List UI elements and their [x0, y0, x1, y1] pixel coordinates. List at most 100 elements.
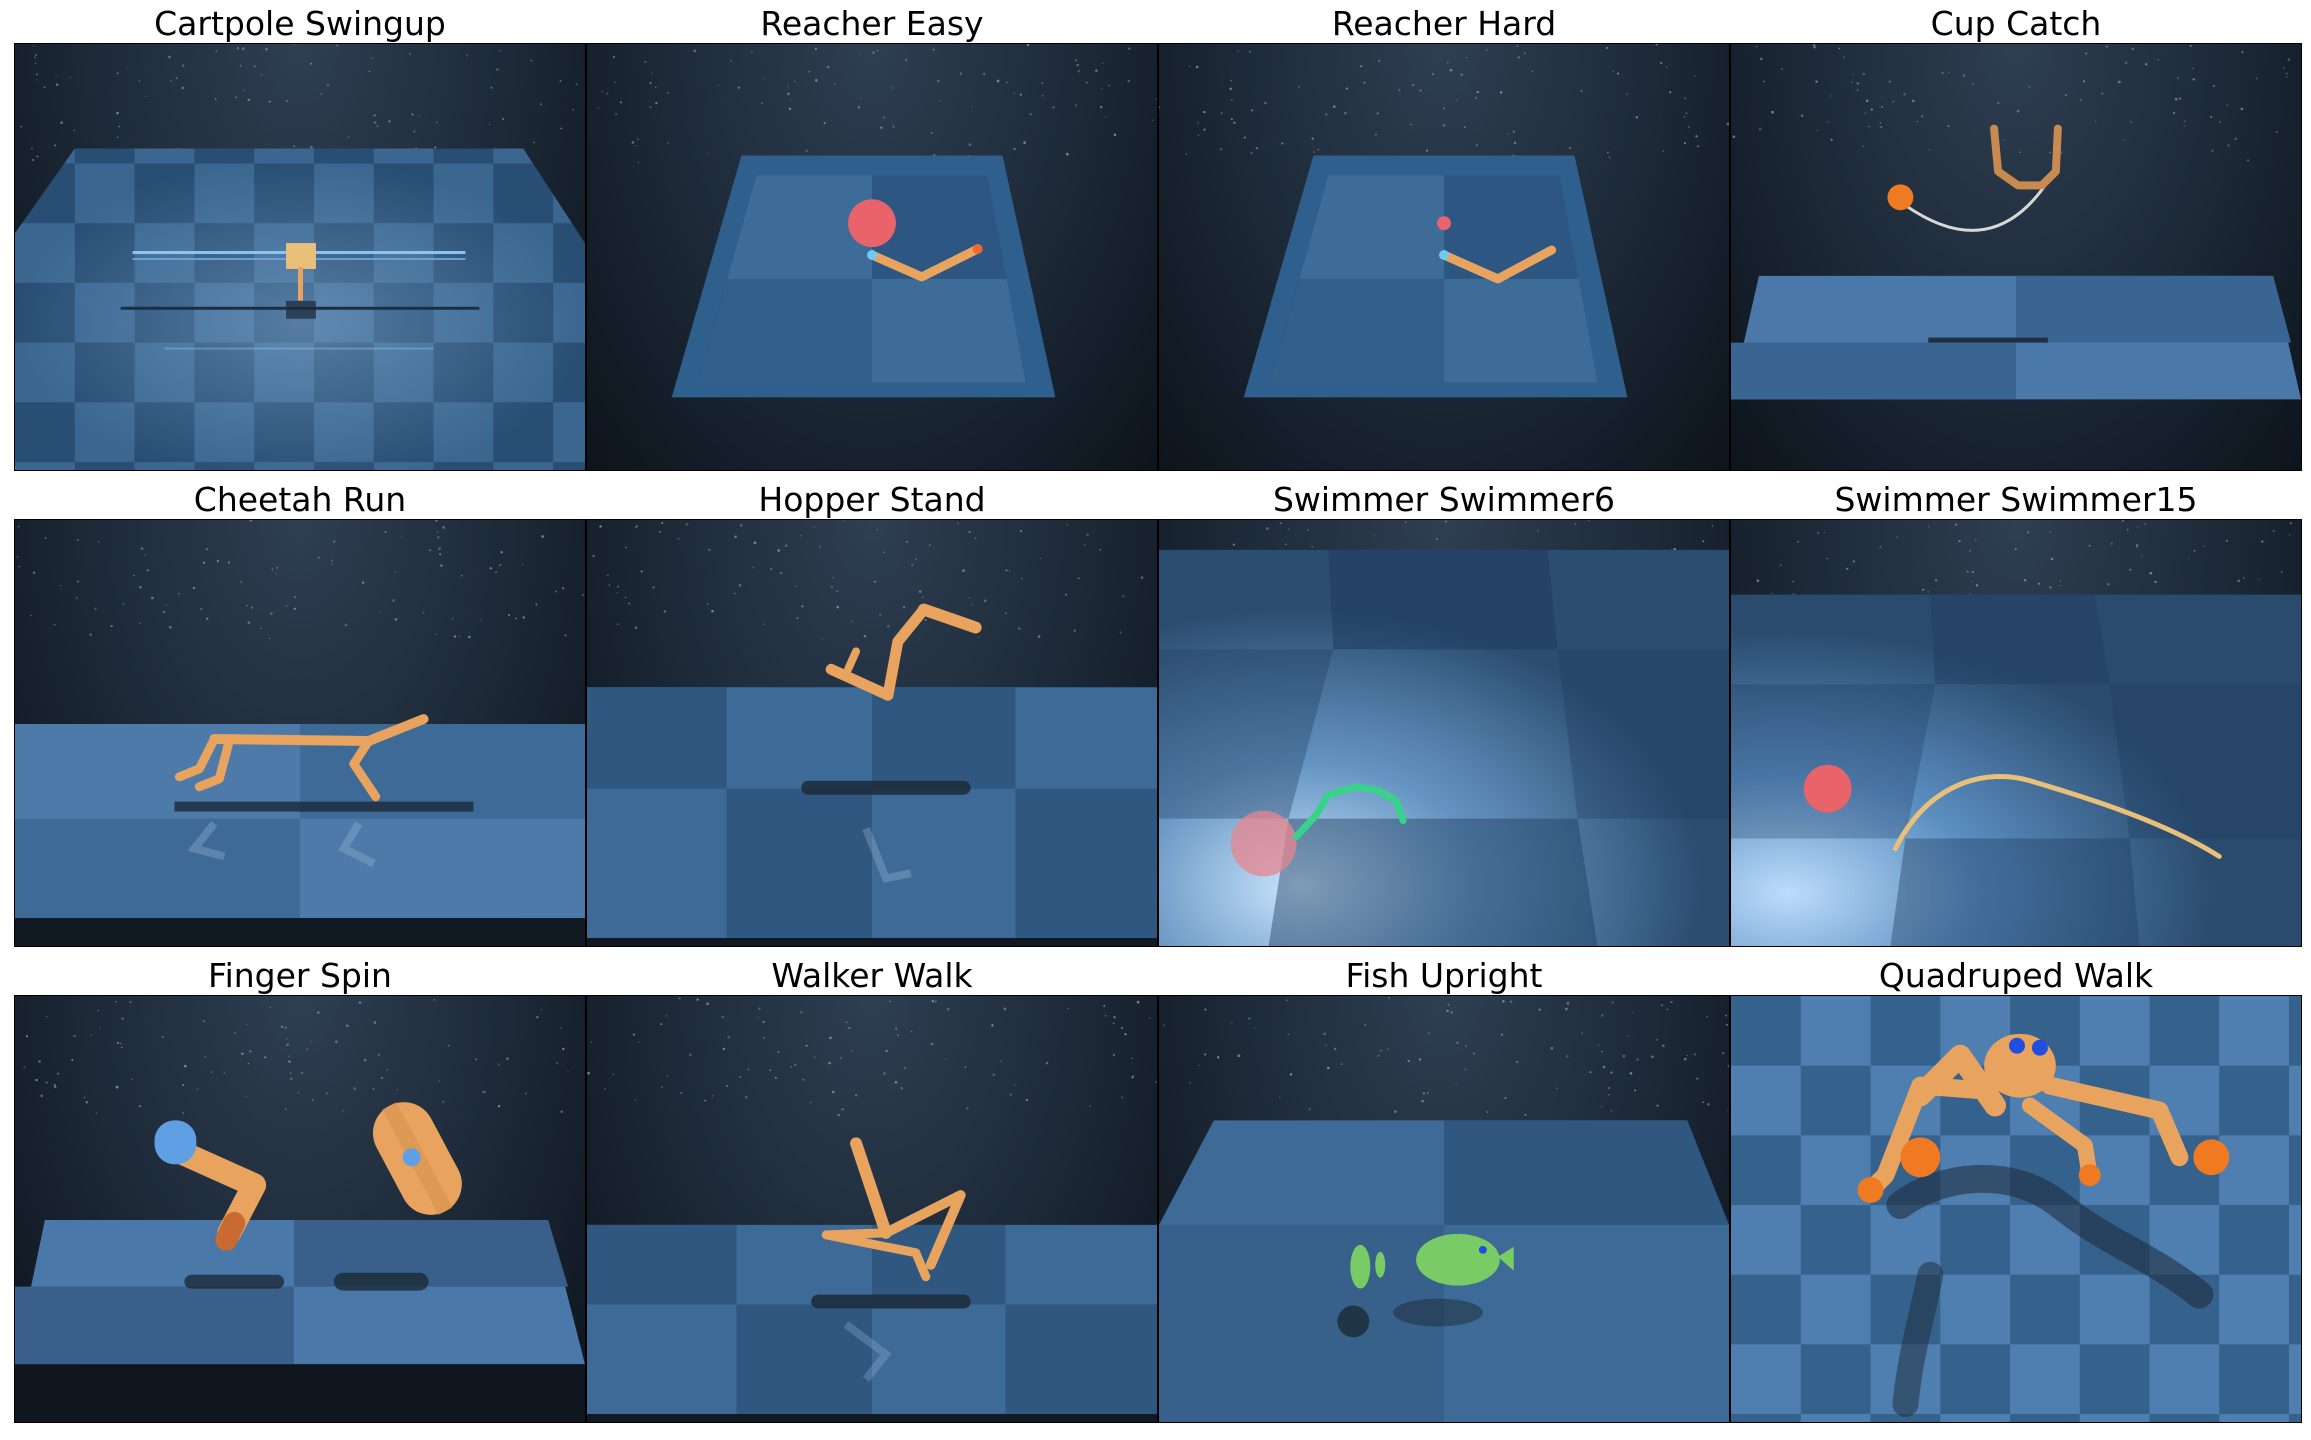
star: [665, 1015, 668, 1017]
star: [438, 547, 441, 550]
star: [139, 622, 141, 625]
star: [45, 1081, 48, 1084]
star: [2126, 528, 2129, 531]
star: [1089, 1105, 1091, 1107]
star: [121, 1017, 124, 1020]
star: [71, 1059, 74, 1062]
star: [1265, 527, 1269, 530]
star: [638, 1041, 640, 1043]
star: [1041, 82, 1044, 85]
star: [1140, 576, 1144, 579]
star: [284, 1026, 288, 1030]
star: [638, 161, 640, 164]
star: [1100, 105, 1103, 109]
star: [241, 1052, 244, 1056]
star: [181, 86, 184, 90]
swimmer6-scene: [1159, 520, 1729, 946]
star: [55, 83, 59, 86]
star: [490, 86, 493, 89]
star: [1608, 156, 1611, 158]
star: [966, 1107, 969, 1110]
star: [311, 1099, 314, 1102]
star: [1507, 133, 1509, 135]
star: [122, 603, 125, 605]
star: [1281, 142, 1284, 145]
star: [436, 531, 439, 533]
star: [734, 535, 737, 539]
star: [1601, 1050, 1603, 1053]
star: [789, 100, 792, 102]
star: [1800, 114, 1804, 117]
star: [496, 68, 499, 71]
star: [1892, 100, 1895, 103]
star: [249, 1049, 252, 1053]
star: [264, 1056, 267, 1059]
star: [1398, 89, 1401, 92]
panel-swimmer-swimmer6: [1158, 519, 1730, 947]
star: [1428, 1032, 1430, 1035]
star: [592, 554, 595, 558]
star: [1131, 1076, 1134, 1079]
star: [2121, 520, 2124, 522]
star: [1485, 49, 1488, 52]
star: [1706, 1016, 1708, 1018]
star: [411, 113, 414, 116]
star: [2154, 580, 2157, 584]
quadruped-eye-left: [2009, 1037, 2025, 1054]
star: [1422, 1092, 1426, 1095]
star: [1607, 1086, 1611, 1090]
star: [1947, 124, 1950, 128]
star: [1359, 65, 1363, 68]
star: [33, 45, 35, 47]
star: [880, 126, 883, 129]
star: [911, 563, 914, 566]
star: [502, 118, 505, 120]
star: [836, 605, 840, 609]
star: [168, 55, 171, 59]
star: [1499, 91, 1503, 94]
star: [769, 1069, 772, 1072]
star: [253, 65, 256, 68]
star: [2286, 76, 2288, 78]
star: [1327, 1066, 1330, 1070]
star: [1152, 119, 1154, 121]
star: [245, 1095, 247, 1098]
star: [1159, 106, 1160, 109]
star: [564, 634, 567, 637]
star: [1947, 71, 1950, 74]
star: [2016, 109, 2020, 113]
star: [795, 585, 798, 588]
star: [309, 1040, 312, 1043]
star: [269, 1006, 271, 1008]
star: [851, 620, 853, 623]
star: [992, 1073, 995, 1077]
fish-body: [1416, 1233, 1500, 1286]
star: [636, 138, 639, 141]
star: [1969, 549, 1972, 552]
star: [762, 77, 765, 80]
star: [829, 1036, 832, 1040]
hopper-scene: [587, 520, 1157, 946]
star: [170, 80, 172, 82]
star: [655, 86, 657, 88]
star: [889, 1000, 891, 1003]
star: [433, 998, 436, 1002]
star: [635, 526, 637, 528]
star: [560, 1027, 563, 1030]
star: [1727, 1064, 1729, 1068]
star: [210, 1071, 213, 1073]
star: [115, 1000, 118, 1003]
star: [1796, 540, 1799, 543]
star: [40, 1094, 43, 1098]
star: [223, 1072, 226, 1074]
star: [934, 1000, 937, 1003]
star: [260, 74, 263, 76]
star: [1504, 1096, 1507, 1100]
star: [968, 530, 971, 534]
star: [808, 70, 811, 73]
star: [204, 1055, 206, 1058]
star: [344, 623, 348, 627]
star: [2210, 115, 2213, 118]
star: [823, 121, 826, 125]
star: [968, 143, 972, 147]
